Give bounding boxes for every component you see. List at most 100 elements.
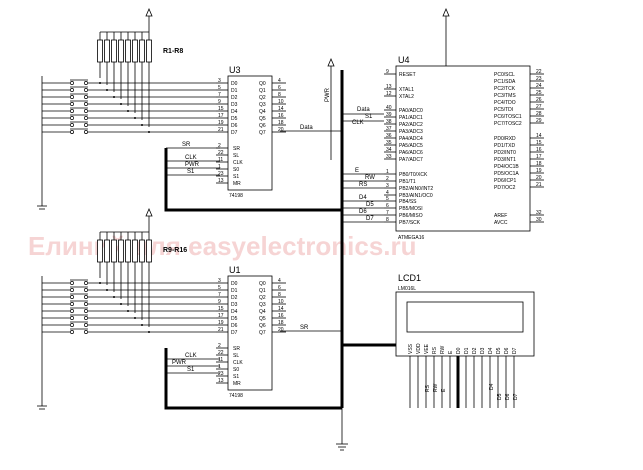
- junction-dot: [141, 324, 143, 326]
- resistor-icon: [146, 39, 152, 63]
- pin-number: 6: [278, 85, 281, 91]
- pin-number: 2: [386, 176, 389, 182]
- button-contact: [84, 123, 88, 127]
- pin-number: 22: [218, 350, 224, 356]
- net-label-d6: D6: [505, 393, 511, 400]
- pin-label: D0: [231, 81, 238, 87]
- pin-label: Q3: [259, 102, 266, 108]
- button-contact: [70, 102, 74, 106]
- pin-label: Q7: [259, 330, 266, 336]
- pin-label: PD2/INT0: [494, 150, 516, 156]
- button-contact: [84, 88, 88, 92]
- chip-u4-name: U4: [398, 55, 410, 65]
- net-label-data: Data: [357, 107, 370, 113]
- pin-number: 7: [218, 92, 221, 98]
- pin-label: PB6/MISO: [399, 213, 423, 219]
- pin-number: 11: [218, 157, 223, 163]
- pin-label: PA7/ADC7: [399, 157, 423, 163]
- pin-label: D3: [231, 302, 238, 308]
- pin-number: 21: [218, 127, 224, 133]
- pin-number: 35: [386, 140, 392, 146]
- resistor-icon: [97, 239, 103, 263]
- pin-number: 22: [536, 69, 542, 75]
- pin-label: Q2: [259, 95, 266, 101]
- button-contact: [70, 323, 74, 327]
- pin-number: 33: [386, 154, 392, 160]
- resistor-network-label: R9-R16: [163, 247, 187, 254]
- junction-dot: [148, 131, 150, 133]
- pin-number: 15: [218, 106, 224, 112]
- button-contact: [84, 288, 88, 292]
- pin-number: 23: [536, 76, 542, 82]
- pin-label: Q0: [259, 281, 266, 287]
- pin-number: 20: [536, 175, 542, 181]
- pin-label: PB4/SS: [399, 199, 417, 205]
- pin-label: VEE: [424, 343, 430, 354]
- pin-label: Q3: [259, 302, 266, 308]
- pin-label: MR: [233, 381, 241, 387]
- pin-label: AREF: [494, 213, 507, 219]
- net-label-d7: D7: [513, 393, 519, 400]
- pin-label: D7: [231, 130, 238, 136]
- pin-label: PB2/AIN0/INT2: [399, 186, 433, 192]
- button-contact: [70, 81, 74, 85]
- net-label-d5: D5: [497, 393, 503, 400]
- pin-number: 5: [386, 196, 389, 202]
- pin-label: Q2: [259, 295, 266, 301]
- button-contact: [70, 88, 74, 92]
- pin-number: 16: [536, 147, 542, 153]
- pin-label: D2: [231, 295, 238, 301]
- resistor-icon: [139, 239, 145, 263]
- button-contact: [84, 309, 88, 313]
- pin-label: PB7/SCK: [399, 220, 421, 226]
- pin-label: PA2/ADC2: [399, 122, 423, 128]
- pin-label: PC7/TOSC2: [494, 121, 522, 127]
- resistor-icon: [139, 39, 145, 63]
- pin-label: Q7: [259, 130, 266, 136]
- pin-number: 19: [218, 120, 224, 126]
- pin-label: RS: [432, 346, 438, 354]
- net-label-d6: D6: [359, 209, 367, 215]
- chip-u3-name: U3: [229, 65, 241, 75]
- pin-number: 19: [218, 320, 224, 326]
- net-label-clk: CLK: [185, 353, 197, 359]
- pin-number: 28: [536, 111, 542, 117]
- resistor-icon: [125, 39, 131, 63]
- watermark: Елиний для easyelectronics.ru: [28, 231, 417, 261]
- pin-label: SL: [233, 153, 239, 159]
- pin-label: PD1/TXD: [494, 143, 516, 149]
- pin-number: 15: [536, 140, 542, 146]
- pin-label: D5: [231, 116, 238, 122]
- pin-number: 22: [218, 150, 224, 156]
- pin-number: 14: [278, 106, 284, 112]
- net-label-sr: SR: [300, 325, 309, 331]
- pin-label: SR: [233, 346, 240, 352]
- junction-dot: [127, 310, 129, 312]
- pin-number: 17: [218, 113, 224, 119]
- junction-dot: [99, 82, 101, 84]
- button-contact: [84, 330, 88, 334]
- button-contact: [84, 81, 88, 85]
- net-label-rw: RW: [365, 175, 375, 181]
- pin-number: 20: [278, 127, 284, 133]
- lcd-name: LCD1: [398, 273, 421, 283]
- junction-dot: [148, 331, 150, 333]
- pin-number: 32: [536, 210, 542, 216]
- net-label-d4: D4: [359, 195, 367, 201]
- pin-label: Q6: [259, 123, 266, 129]
- pin-label: PC1/SDA: [494, 79, 516, 85]
- pin-label: PA3/ADC3: [399, 129, 423, 135]
- pin-number: 15: [218, 306, 224, 312]
- pin-label: PC6/TOSC1: [494, 114, 522, 120]
- power-arrow-icon: [442, 7, 450, 70]
- pin-label: Q1: [259, 88, 266, 94]
- resistor-network-r1-r8: [97, 31, 152, 127]
- pin-label: PD5/OC1A: [494, 171, 519, 177]
- pin-number: 39: [386, 112, 392, 118]
- pin-number: 21: [218, 327, 224, 333]
- resistor-network-r9-r16: [97, 231, 152, 327]
